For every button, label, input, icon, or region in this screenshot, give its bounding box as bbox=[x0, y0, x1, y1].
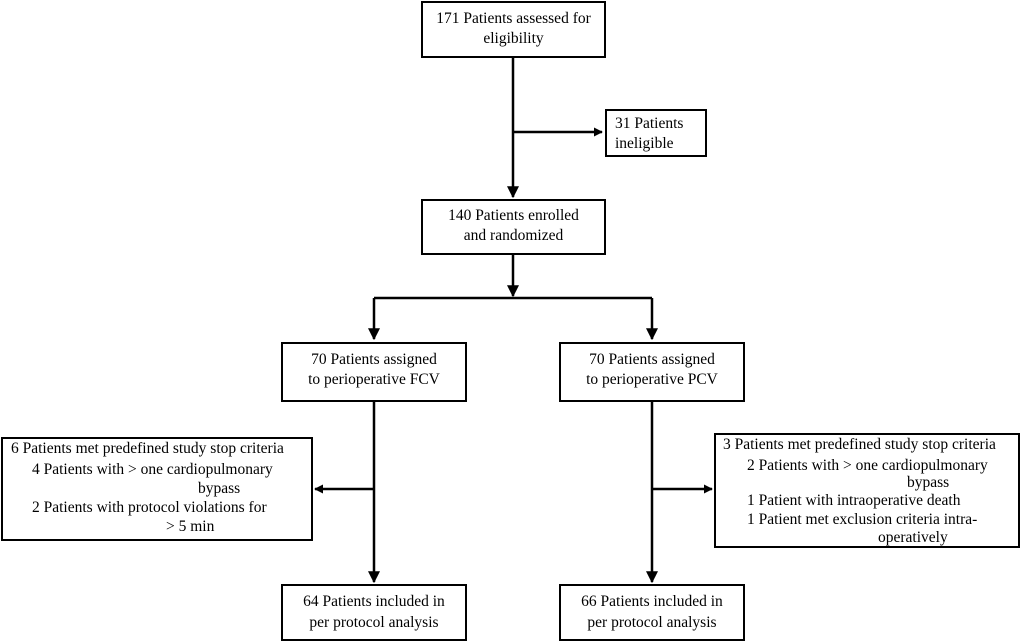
ineligible-box bbox=[605, 109, 707, 157]
pcv-stop-line1: 3 Patients met predefined study stop cri… bbox=[723, 436, 996, 453]
fcv-assigned-line2: to perioperative FCV bbox=[308, 371, 440, 388]
fcv-stop-line5: > 5 min bbox=[166, 518, 215, 535]
pcv-stop-box bbox=[714, 433, 1020, 548]
assessed-line2: eligibility bbox=[483, 30, 544, 47]
fcv-stop-box bbox=[1, 437, 313, 541]
pcv-stop-line3: bypass bbox=[907, 474, 950, 491]
fcv-included-line1: 64 Patients included in bbox=[303, 593, 445, 610]
fcv-stop-line4: 2 Patients with protocol violations for bbox=[32, 499, 267, 516]
pcv-assigned-line2: to perioperative PCV bbox=[586, 371, 718, 388]
assessed-box bbox=[421, 1, 606, 58]
pcv-assigned-box bbox=[559, 342, 745, 402]
pcv-stop-line6: operatively bbox=[878, 529, 948, 546]
ineligible-line2: ineligible bbox=[615, 135, 674, 152]
ineligible-line1: 31 Patients bbox=[615, 115, 684, 132]
fcv-stop-line1: 6 Patients met predefined study stop cri… bbox=[11, 440, 284, 457]
fcv-included-box bbox=[281, 584, 467, 641]
assessed-line1: 171 Patients assessed for bbox=[436, 10, 591, 27]
pcv-stop-line4: 1 Patient with intraoperative death bbox=[747, 492, 961, 509]
pcv-included-box bbox=[559, 584, 745, 641]
pcv-included-line1: 66 Patients included in bbox=[581, 593, 723, 610]
fcv-stop-line2: 4 Patients with > one cardiopulmonary bbox=[32, 461, 273, 478]
pcv-stop-line5: 1 Patient met exclusion criteria intra- bbox=[747, 511, 978, 528]
fcv-assigned-line1: 70 Patients assigned bbox=[311, 351, 437, 368]
pcv-included-line2: per protocol analysis bbox=[587, 614, 717, 631]
fcv-assigned-box bbox=[281, 342, 467, 402]
enrolled-box bbox=[421, 199, 606, 255]
enrolled-line2: and randomized bbox=[463, 227, 564, 244]
pcv-assigned-line1: 70 Patients assigned bbox=[589, 351, 715, 368]
fcv-included-line2: per protocol analysis bbox=[309, 614, 439, 631]
pcv-stop-line2: 2 Patients with > one cardiopulmonary bbox=[747, 457, 988, 474]
fcv-stop-line3: bypass bbox=[198, 480, 241, 497]
enrolled-line1: 140 Patients enrolled bbox=[448, 207, 579, 224]
